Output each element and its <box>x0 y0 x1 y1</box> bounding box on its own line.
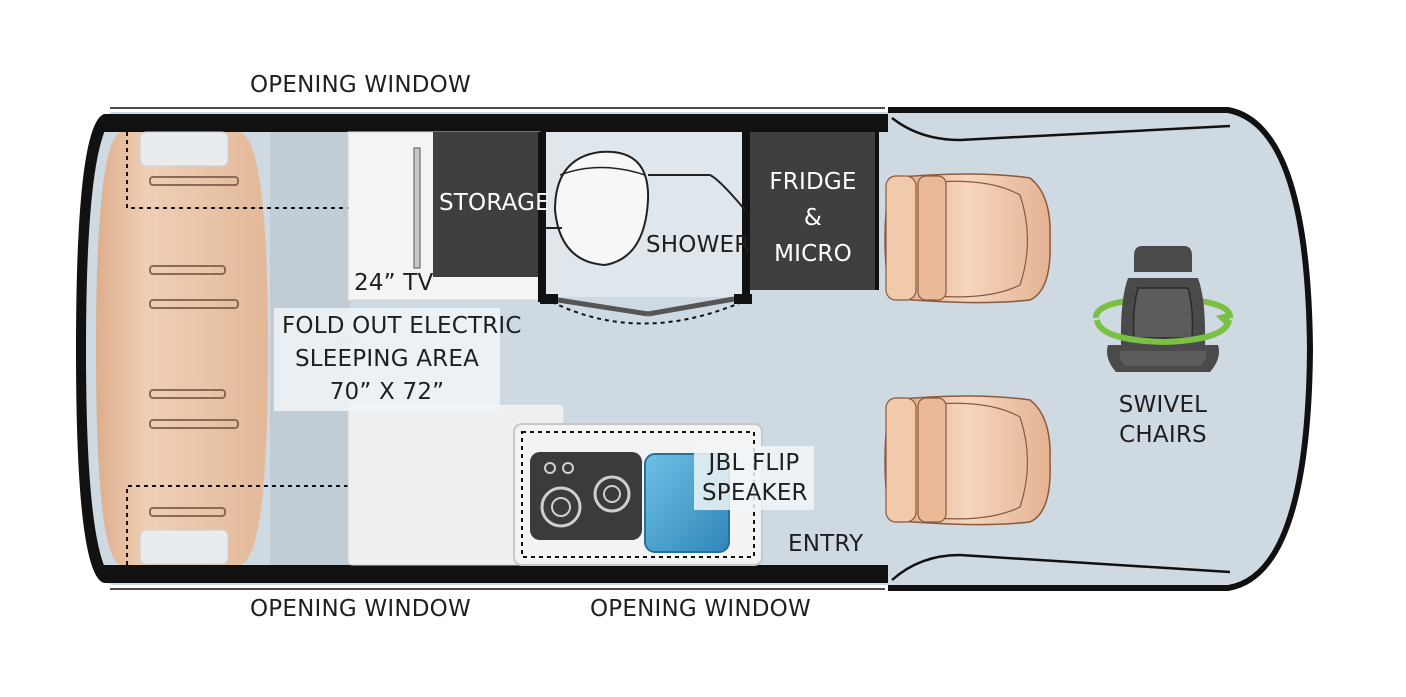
toilet-lid-edge <box>559 166 646 176</box>
cooktop <box>530 452 642 540</box>
wall-top <box>104 114 888 132</box>
shower-curtain <box>648 174 746 211</box>
label-fridge-line3: MICRO <box>774 241 852 267</box>
bath-door-left <box>557 297 649 317</box>
label-speaker-line1: JBL FLIP <box>708 450 800 476</box>
burner-small-1 <box>544 462 556 474</box>
label-window-bottom-left: OPENING WINDOW <box>250 596 471 622</box>
burner-small-2 <box>562 462 574 474</box>
bath-wall-left <box>538 132 546 302</box>
passenger-seat-bottom <box>884 395 1051 526</box>
storage-cabinet <box>433 132 540 277</box>
wall-bottom <box>104 565 888 583</box>
label-storage: STORAGE <box>439 190 550 216</box>
cab-dash-bottom <box>891 553 1231 581</box>
label-window-bottom-right: OPENING WINDOW <box>590 596 811 622</box>
burner-large-1-inner <box>551 497 571 517</box>
label-shower: SHOWER <box>646 232 751 258</box>
tv-screen <box>413 147 421 269</box>
bath-door-right <box>647 296 735 317</box>
label-window-top: OPENING WINDOW <box>250 72 471 98</box>
toilet-lid <box>553 150 650 267</box>
bath-door-post-right <box>734 294 752 304</box>
cab-outline <box>888 107 1314 591</box>
burner-large-2 <box>593 475 631 513</box>
bath-wall-right <box>742 132 750 302</box>
label-sleep-line2: SLEEPING AREA <box>294 346 480 372</box>
seat-belt-buckles <box>149 176 239 517</box>
galley-dashed <box>521 431 755 558</box>
fridge-wall <box>875 130 879 290</box>
fridge-cabinet <box>750 132 875 290</box>
label-tv: 24” TV <box>354 270 434 296</box>
burner-large-1 <box>540 486 582 528</box>
label-swivel-chairs: SWIVEL CHAIRS <box>1108 390 1218 450</box>
label-fridge-line1: FRIDGE <box>769 169 857 195</box>
label-swivel-line1: SWIVEL <box>1118 392 1208 418</box>
bath-door-post-left <box>540 294 558 304</box>
driver-seat-top <box>884 173 1051 304</box>
swivel-chair-icon <box>1093 246 1233 372</box>
pillow-bottom <box>139 529 229 565</box>
label-swivel-line2: CHAIRS <box>1119 422 1207 448</box>
label-speaker: JBL FLIP SPEAKER <box>694 446 814 510</box>
label-fridge: FRIDGE & MICRO <box>762 164 864 272</box>
cab-dash-top <box>891 117 1231 142</box>
rear-bed <box>96 132 268 565</box>
bath-door-swing <box>551 301 743 325</box>
burner-large-2-inner <box>603 485 621 503</box>
label-sleeping-area: FOLD OUT ELECTRIC SLEEPING AREA 70” X 72… <box>274 308 522 411</box>
label-sleep-line1: FOLD OUT ELECTRIC <box>282 313 522 339</box>
label-fridge-line2: & <box>803 205 823 231</box>
wall-rear <box>76 114 118 583</box>
sleep-outline-top <box>126 132 430 209</box>
label-speaker-line2: SPEAKER <box>702 480 808 506</box>
label-entry: ENTRY <box>788 531 864 557</box>
pillow-top <box>139 131 229 167</box>
label-sleep-line3: 70” X 72” <box>329 379 445 405</box>
